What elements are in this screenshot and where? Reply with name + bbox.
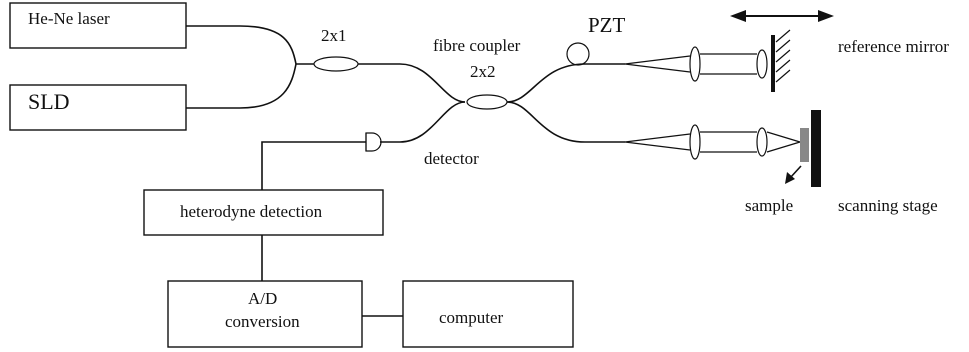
- sample-label: sample: [745, 196, 793, 215]
- reference-mirror-label: reference mirror: [838, 37, 949, 56]
- ad-conversion-box: A/D conversion: [167, 280, 363, 348]
- computer-box: computer: [402, 280, 574, 348]
- coupler-2x2: [466, 94, 508, 110]
- fibre-to-detector: [380, 101, 466, 143]
- pzt-icon: [566, 42, 590, 66]
- sample-arm-fibre: [506, 101, 625, 143]
- scanning-stage-label: scanning stage: [838, 196, 938, 215]
- fibre-to-2x2-upper: [358, 63, 466, 103]
- double-arrow-icon: [730, 10, 834, 22]
- he-ne-laser-box: He-Ne laser: [9, 2, 187, 49]
- sld-fibre: [186, 63, 297, 109]
- sample-optics: [624, 124, 801, 160]
- conversion-label: conversion: [225, 312, 300, 331]
- coupler-2x2-label: 2x2: [470, 62, 496, 81]
- reference-optics: [624, 46, 768, 82]
- sample-icon: [800, 128, 809, 162]
- sld-box: SLD: [9, 84, 187, 131]
- laser-fibre: [186, 25, 297, 65]
- detector-to-heterodyne: [261, 141, 366, 190]
- scanning-stage-icon: [811, 110, 821, 187]
- detector-icon: [365, 132, 382, 152]
- coupler-2x1-label: 2x1: [321, 26, 347, 45]
- reference-mirror-icon: [771, 29, 791, 92]
- detector-label: detector: [424, 149, 479, 168]
- sld-label: SLD: [28, 89, 70, 114]
- computer-label: computer: [439, 308, 504, 327]
- reference-arm-fibre: [506, 63, 625, 103]
- fibre-coupler-label: fibre coupler: [433, 36, 521, 55]
- heterodyne-detection-label: heterodyne detection: [180, 202, 323, 221]
- he-ne-laser-label: He-Ne laser: [28, 9, 110, 28]
- ad-label: A/D: [248, 289, 277, 308]
- sample-arrow-icon: [785, 165, 802, 184]
- heterodyne-detection-box: heterodyne detection: [143, 189, 384, 236]
- pzt-label: PZT: [588, 13, 626, 37]
- coupler-2x1: [313, 56, 359, 72]
